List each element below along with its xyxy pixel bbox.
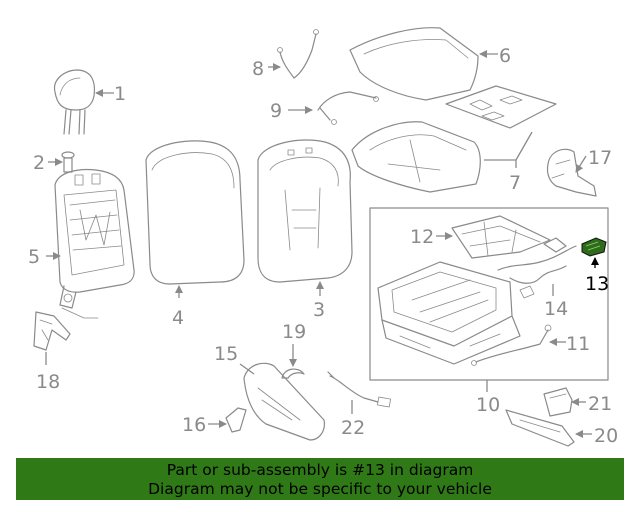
callout-16: 16 [182, 414, 206, 436]
part-5-seatback-frame[interactable] [54, 168, 135, 319]
callout-3: 3 [313, 299, 325, 321]
part-14-wiring-harness[interactable] [497, 237, 577, 299]
part-3-seatback-cover[interactable] [257, 139, 353, 283]
callout-21: 21 [588, 393, 612, 415]
part-7-mat[interactable] [445, 85, 557, 129]
callout-7: 7 [509, 172, 521, 194]
parts-diagram: 1 2 5 18 4 3 [28, 27, 618, 447]
part-13-control-module[interactable] [581, 237, 607, 257]
callout-2: 2 [33, 152, 45, 174]
callout-20: 20 [594, 425, 618, 447]
banner-line-1: Part or sub-assembly is #13 in diagram [166, 461, 474, 479]
callout-11: 11 [566, 333, 590, 355]
callout-18: 18 [36, 371, 60, 393]
callout-9: 9 [270, 100, 282, 122]
part-15-side-shield[interactable] [243, 362, 325, 441]
callout-17: 17 [588, 147, 612, 169]
callout-1: 1 [114, 83, 126, 105]
part-1-headrest[interactable] [53, 69, 96, 135]
callout-12: 12 [410, 226, 434, 248]
banner-line-2: Diagram may not be specific to your vehi… [148, 480, 492, 498]
callout-5: 5 [28, 246, 40, 268]
part-4-seatback-pad[interactable] [145, 140, 245, 285]
part-8-wire[interactable] [277, 29, 319, 79]
part-7-cushion-cover[interactable] [351, 121, 481, 193]
part-2-headrest-guide[interactable] [61, 151, 75, 173]
assembly-10-box [369, 207, 609, 381]
part-6-cushion-pad[interactable] [349, 27, 479, 101]
part-12-cushion-frame-part[interactable] [451, 215, 551, 259]
part-21-block[interactable] [543, 387, 573, 417]
callout-14: 14 [544, 298, 568, 320]
part-22-harness[interactable] [327, 371, 392, 408]
callout-22: 22 [341, 417, 365, 439]
callout-6: 6 [499, 45, 511, 67]
part-11-cable[interactable] [471, 324, 552, 366]
callout-19: 19 [282, 321, 306, 343]
part-18-bracket[interactable] [33, 311, 71, 351]
part-17-trim[interactable] [546, 148, 597, 197]
callout-8: 8 [252, 58, 264, 80]
callout-4: 4 [172, 307, 184, 329]
callout-15: 15 [214, 343, 238, 365]
part-19-clip[interactable] [281, 368, 305, 379]
callout-10: 10 [476, 394, 500, 416]
part-16-clip[interactable] [225, 407, 247, 433]
info-banner: Part or sub-assembly is #13 in diagram D… [16, 458, 624, 500]
part-10-seat-adjuster[interactable] [377, 261, 521, 365]
callout-13: 13 [585, 273, 609, 295]
part-9-rod[interactable] [317, 91, 379, 125]
part-20-rail[interactable] [505, 409, 575, 447]
